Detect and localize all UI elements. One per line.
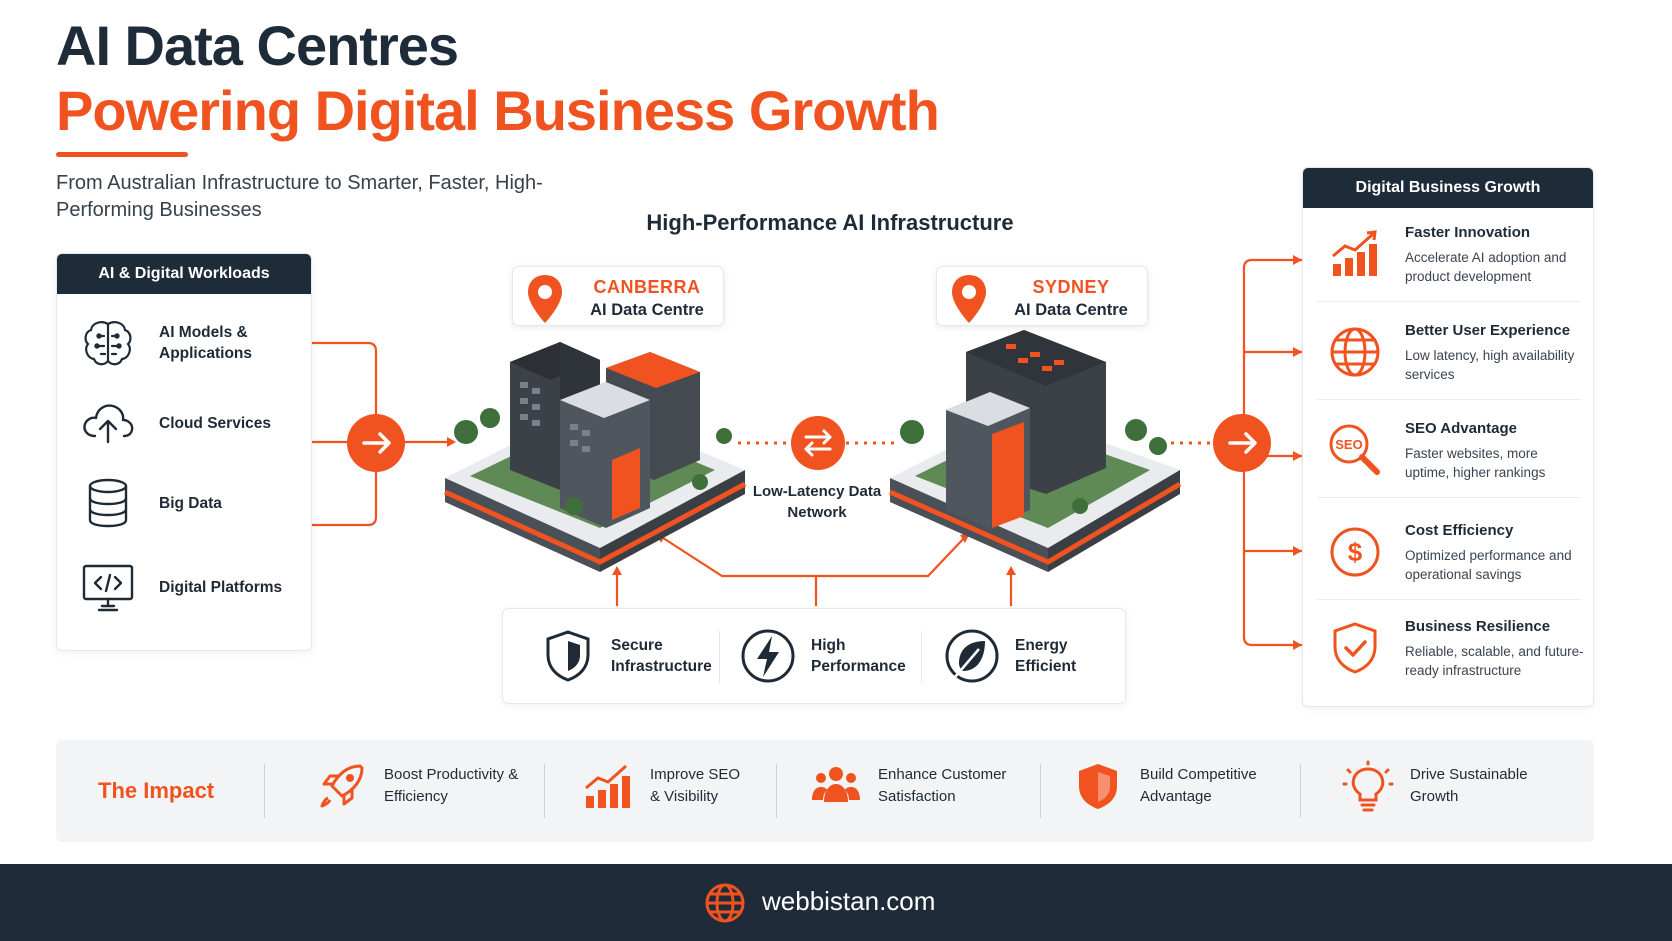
impact-divider — [1040, 764, 1041, 818]
location-card-canberra: CANBERRA AI Data Centre — [512, 266, 724, 326]
canberra-building-illustration — [443, 342, 747, 572]
location-card-sydney: SYDNEY AI Data Centre — [936, 266, 1148, 326]
impact-divider — [776, 764, 777, 818]
title-line-1: AI Data Centres — [56, 14, 459, 77]
impact-item: Build Competitive Advantage — [1072, 760, 1270, 812]
impact-item: Improve SEO & Visibility — [582, 760, 750, 812]
growth-item-desc: Accelerate AI adoption and product devel… — [1405, 250, 1567, 284]
growth-chart-icon — [1332, 230, 1377, 276]
seo-magnifier-icon: SEO — [1329, 424, 1380, 475]
growth-item: Faster Innovation Accelerate AI adoption… — [1317, 212, 1581, 302]
workload-item: Big Data — [79, 474, 289, 532]
workload-label: AI Models & Applications — [159, 324, 253, 362]
feature-item: Secure Infrastructure — [539, 627, 721, 685]
growth-item: SEO SEO Advantage Faster websites, more … — [1317, 408, 1581, 498]
growth-item-desc: Low latency, high availability services — [1405, 348, 1575, 382]
workload-label: Big Data — [159, 494, 222, 512]
feature-item: High Performance — [739, 627, 911, 685]
lightbulb-icon — [1342, 760, 1394, 812]
location-name: AI Data Centre — [1014, 301, 1128, 319]
feature-divider — [921, 631, 922, 683]
map-pin-icon — [952, 275, 986, 323]
rocket-icon — [320, 764, 364, 808]
title-line-2: Powering Digital Business Growth — [56, 79, 940, 142]
location-city: SYDNEY — [1032, 277, 1110, 297]
growth-title: Digital Business Growth — [1303, 168, 1593, 208]
globe-icon — [705, 883, 745, 923]
svg-text:$: $ — [1348, 537, 1363, 567]
workload-label: Cloud Services — [159, 414, 271, 432]
impact-item: Boost Productivity & Efficiency — [316, 760, 524, 812]
growth-item-title: SEO Advantage — [1405, 420, 1517, 437]
impact-label: Improve SEO & Visibility — [650, 766, 741, 805]
impact-label: Enhance Customer Satisfaction — [878, 766, 1007, 805]
database-icon — [88, 478, 128, 528]
shield-icon — [546, 630, 590, 682]
growth-item: Better User Experience Low latency, high… — [1317, 310, 1581, 400]
workload-item: Digital Platforms — [79, 558, 289, 616]
leaf-icon — [945, 629, 999, 683]
impact-divider — [544, 764, 545, 818]
growth-item-title: Business Resilience — [1405, 618, 1551, 635]
workloads-title: AI & Digital Workloads — [57, 254, 311, 294]
features-panel: Secure Infrastructure High Performance E… — [502, 608, 1126, 704]
center-heading: High-Performance AI Infrastructure — [646, 210, 1014, 235]
subtitle: From Australian Infrastructure to Smarte… — [56, 172, 543, 221]
impact-label: Drive Sustainable Growth — [1410, 766, 1528, 805]
code-monitor-icon — [82, 564, 134, 612]
growth-item-desc: Faster websites, more uptime, higher ran… — [1405, 446, 1546, 480]
sydney-building-illustration — [888, 330, 1182, 572]
growth-item-desc: Reliable, scalable, and future-ready inf… — [1405, 644, 1584, 678]
feature-label: High Performance — [811, 637, 906, 675]
impact-divider — [1300, 764, 1301, 818]
shield-check-icon — [1333, 622, 1377, 674]
impact-item: Enhance Customer Satisfaction — [810, 760, 1018, 812]
footer-site-link[interactable]: webbistan.com — [762, 886, 936, 916]
growth-item-title: Faster Innovation — [1405, 224, 1531, 241]
globe-icon — [1330, 327, 1380, 377]
growth-item-title: Better User Experience — [1405, 322, 1571, 339]
footer: webbistan.com — [0, 864, 1672, 941]
impact-title: The Impact — [98, 778, 215, 803]
people-icon — [812, 767, 860, 802]
map-pin-icon — [528, 275, 562, 323]
impact-label: Build Competitive Advantage — [1140, 766, 1257, 805]
growth-item-desc: Optimized performance and operational sa… — [1405, 548, 1572, 582]
growth-item: $ Cost Efficiency Optimized performance … — [1317, 510, 1581, 600]
dollar-icon: $ — [1330, 527, 1380, 577]
brain-icon — [84, 321, 132, 366]
impact-item: Drive Sustainable Growth — [1342, 760, 1540, 812]
network-label: Low-Latency Data Network — [752, 483, 882, 521]
workload-item: AI Models & Applications — [79, 314, 289, 372]
impact-divider — [264, 764, 265, 818]
location-city: CANBERRA — [593, 277, 701, 297]
feature-divider — [719, 631, 720, 683]
workload-item: Cloud Services — [79, 394, 289, 452]
growth-panel: Digital Business Growth Faster Innovatio… — [1302, 167, 1594, 707]
workload-label: Digital Platforms — [159, 578, 283, 596]
growth-item-title: Cost Efficiency — [1405, 522, 1514, 539]
shield-icon — [1079, 764, 1117, 809]
cloud-upload-icon — [83, 404, 134, 444]
lightning-icon — [741, 629, 795, 683]
growth-item: Business Resilience Reliable, scalable, … — [1317, 606, 1584, 696]
impact-label: Boost Productivity & Efficiency — [384, 766, 519, 805]
impact-bar: The Impact Boost Productivity & Efficien… — [56, 740, 1594, 842]
growth-chart-icon — [585, 764, 630, 808]
feature-label: Energy Efficient — [1015, 637, 1077, 675]
location-name: AI Data Centre — [590, 301, 704, 319]
feature-item: Energy Efficient — [943, 627, 1095, 685]
svg-text:SEO: SEO — [1335, 437, 1362, 452]
workloads-panel: AI & Digital Workloads AI Models & Appli… — [56, 253, 312, 651]
feature-label: Secure Infrastructure — [611, 637, 712, 675]
title-underline — [56, 152, 188, 157]
